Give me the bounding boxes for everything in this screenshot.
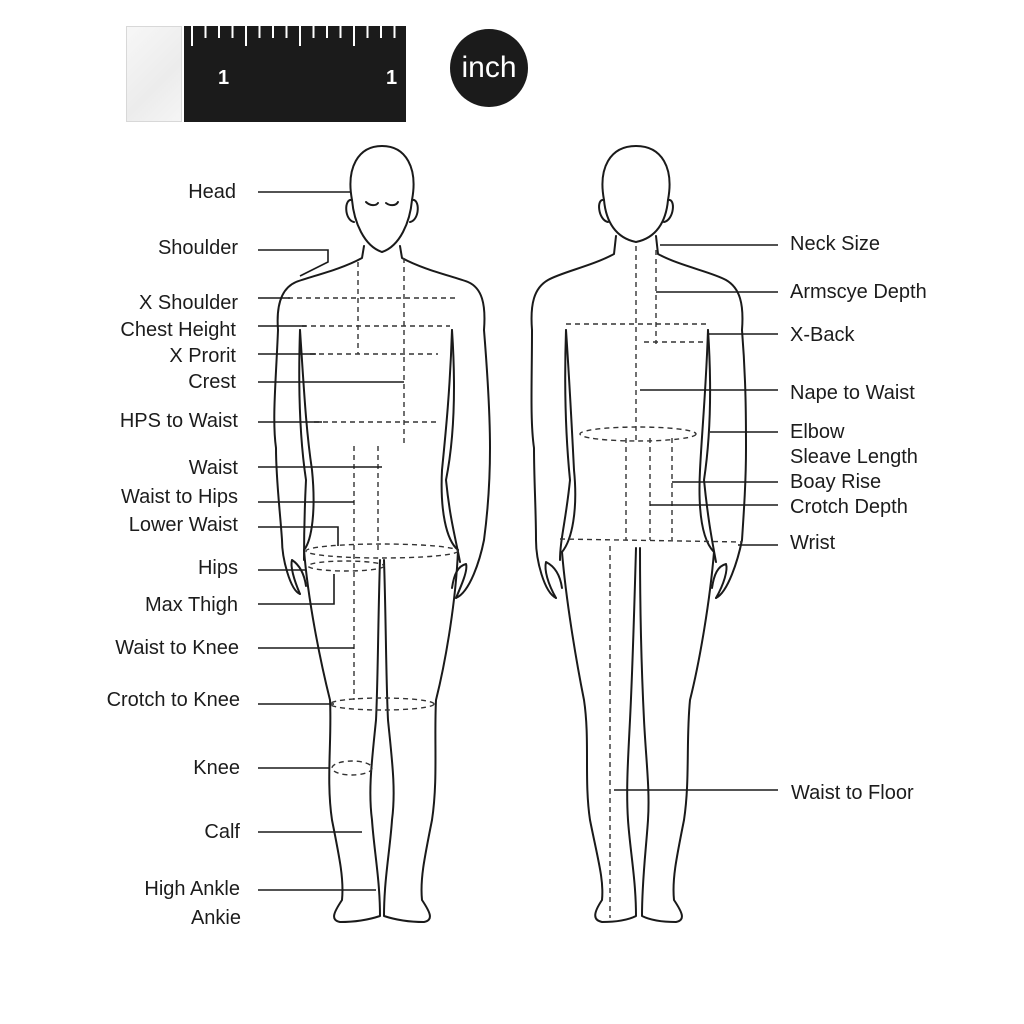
label-waist-to-hips: Waist to Hips (120, 486, 238, 508)
label-crotch-depth: Crotch Depth (790, 496, 908, 518)
label-wrist: Wrist (790, 532, 836, 554)
label-armscye-depth: Armscye Depth (790, 281, 927, 303)
label-waist: Waist (188, 457, 238, 479)
label-nape-to-waist: Nape to Waist (790, 382, 915, 404)
label-ankle: Ankie (190, 907, 241, 929)
label-knee: Knee (193, 757, 240, 779)
label-x-back: X-Back (790, 324, 855, 346)
label-calf: Calf (204, 821, 240, 843)
label-crotch-to-knee: Crotch to Knee (106, 689, 240, 711)
label-body-rise: Boay Rise (790, 471, 882, 493)
label-high-ankle: High Ankle (144, 878, 240, 900)
label-chest: Crest (188, 371, 236, 393)
label-sleeve-length: Sleave Length (790, 446, 918, 468)
ruler: 1 1 (184, 26, 406, 122)
ruler-number-right: 1 (386, 67, 397, 89)
leader-lines (258, 191, 778, 891)
fabric-swatch (126, 26, 182, 122)
label-waist-to-floor: Waist to Floor (791, 782, 914, 804)
unit-badge: inch (450, 29, 528, 107)
measurement-guides (288, 246, 743, 918)
label-head: Head (188, 181, 236, 203)
back-figure (530, 145, 747, 923)
front-figure (273, 145, 491, 923)
label-hps-to-waist: HPS to Waist (119, 410, 238, 432)
label-neck-size: Neck Size (790, 233, 881, 255)
label-elbow: Elbow (790, 421, 845, 443)
ruler-number-left: 1 (218, 67, 229, 89)
label-shoulder: Shoulder (157, 237, 238, 259)
label-waist-to-knee: Waist to Knee (115, 637, 239, 659)
label-max-thigh: Max Thigh (144, 594, 238, 616)
ruler-ticks: 1 1 (191, 26, 397, 89)
label-x-shoulder: X Shoulder (139, 292, 238, 314)
label-hips: Hips (197, 557, 238, 579)
label-lower-waist: Lower Waist (128, 514, 238, 536)
label-chest-height: Chest Height (120, 319, 236, 341)
label-x-front: X Prorit (169, 345, 236, 367)
